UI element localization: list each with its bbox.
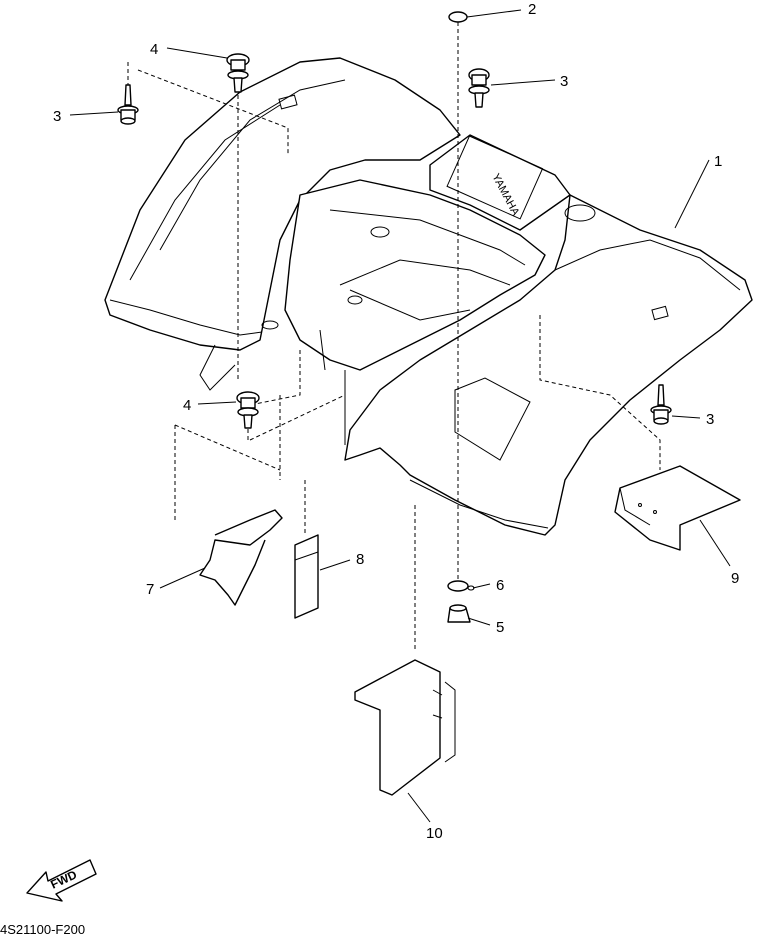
callout-4-top: 4 — [150, 41, 158, 58]
bolt-part-4-top — [226, 53, 250, 93]
callout-3-left: 3 — [53, 108, 61, 125]
callout-7: 7 — [146, 581, 154, 598]
bolt-part-4-lower — [236, 391, 260, 429]
mud-flap-part-7 — [199, 509, 283, 606]
guard-plate-part-10 — [354, 659, 456, 796]
leader-lines — [69, 9, 731, 823]
pad-part-8 — [294, 534, 319, 619]
callout-6: 6 — [496, 577, 504, 594]
callout-4-lower: 4 — [183, 397, 191, 414]
callout-9: 9 — [731, 570, 739, 587]
fwd-arrow-icon: FWD — [26, 859, 97, 902]
callout-2: 2 — [528, 1, 536, 18]
washer-part-6 — [447, 580, 475, 592]
callout-3-top-right: 3 — [560, 73, 568, 90]
callout-labels: 2 3 1 4 3 3 4 6 5 7 8 9 10 — [53, 1, 739, 842]
cap-part-2 — [448, 11, 468, 23]
callout-3-right: 3 — [706, 411, 714, 428]
callout-10: 10 — [426, 825, 443, 842]
nut-part-5 — [447, 604, 471, 623]
bolt-part-3-top-right — [468, 68, 490, 108]
guard-plate-part-9 — [614, 465, 741, 551]
callout-5: 5 — [496, 619, 504, 636]
rear-fender: YAMAHA — [104, 57, 753, 536]
screw-part-3-left — [117, 84, 139, 125]
callout-8: 8 — [356, 551, 364, 568]
drawing-code: 4S21100-F200 — [0, 922, 85, 936]
callout-1: 1 — [714, 153, 722, 170]
screw-part-3-right — [650, 384, 672, 425]
